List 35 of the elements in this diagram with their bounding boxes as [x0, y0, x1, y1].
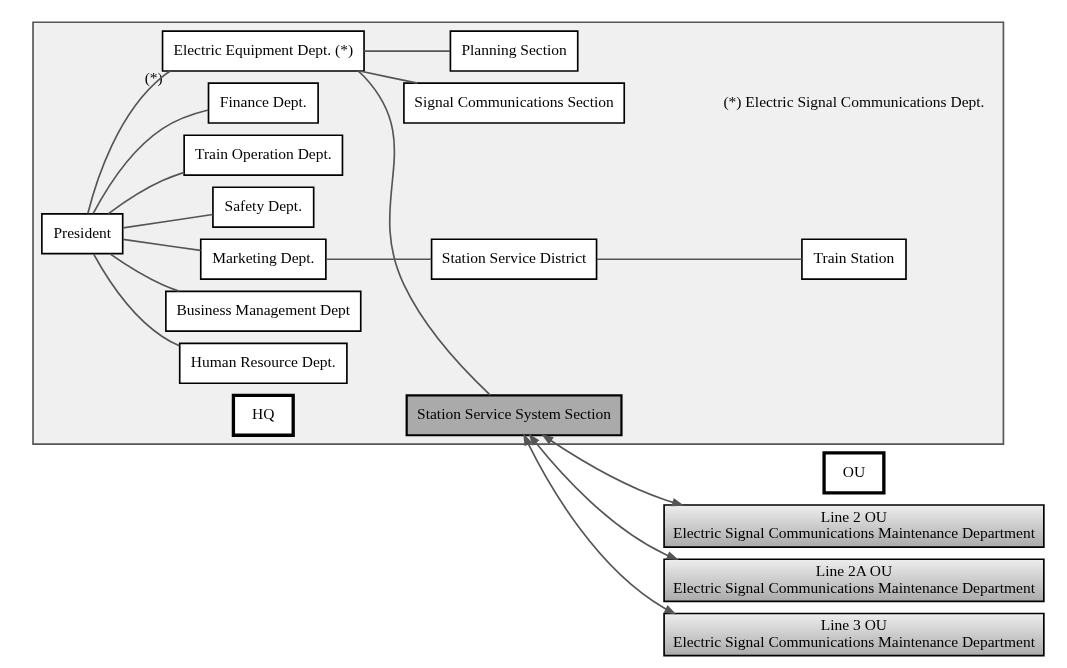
node-box: Train Station [800, 237, 907, 280]
node-box: Marketing Dept. [199, 237, 327, 280]
connector [108, 252, 180, 292]
node-box: OU [821, 450, 885, 494]
connector [324, 257, 432, 260]
node-label: (*) [144, 68, 163, 86]
arrow [527, 432, 679, 560]
node-box: Line 3 OU Electric Signal Communications Maintenance Department [662, 612, 1045, 656]
node-box: Line 2 OU Electric Signal Communications Maintenance Department [662, 503, 1045, 548]
node-box: Business Management Dept [164, 290, 362, 332]
arrow [540, 433, 684, 506]
connector [121, 238, 201, 251]
node-box: Station Service District [430, 237, 597, 280]
node-box: HQ [231, 393, 295, 437]
node-box: Human Resource Dept. [178, 342, 348, 384]
node-box: Planning Section [449, 29, 579, 72]
node-box: Train Operation Dept. [182, 133, 343, 176]
node-box: Safety Dept. [211, 185, 314, 228]
node-box: Signal Communications Section [402, 81, 625, 124]
arrow [522, 432, 676, 615]
connector [362, 49, 451, 52]
connector [595, 257, 803, 260]
connector [86, 69, 171, 214]
node-box: President [40, 212, 124, 254]
node-box: Line 2A OU Electric Signal Communications Maintenance Department [662, 557, 1045, 602]
label: (*) Electric Signal Communications Dept. [722, 92, 984, 110]
connector [356, 69, 491, 396]
connector [121, 213, 214, 229]
connector [92, 252, 180, 347]
connector [358, 69, 418, 84]
node-box: Station Service System Section [405, 393, 623, 436]
connector [91, 108, 209, 214]
node-box: Electric Equipment Dept. (*) [161, 29, 365, 72]
node-box: Finance Dept. [207, 81, 319, 124]
connector [107, 171, 185, 214]
